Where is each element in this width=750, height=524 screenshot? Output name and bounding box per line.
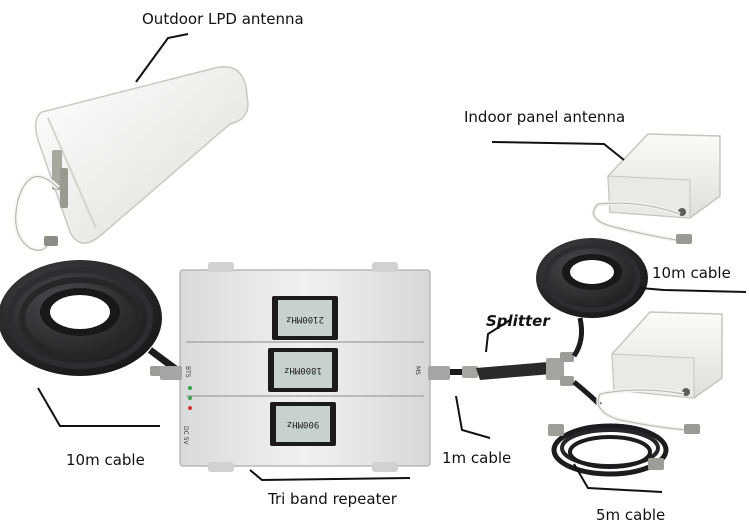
cable-coil-right <box>536 238 648 318</box>
cable-coil-left <box>0 260 183 376</box>
leader-cable-1m <box>455 395 491 439</box>
label-cable-10m-right: 10m cable <box>652 264 731 282</box>
ms-port-label: MS <box>414 366 421 375</box>
label-repeater: Tri band repeater <box>268 490 397 508</box>
band-lcd-2: 1800MHz <box>268 348 338 392</box>
leader-cable-10m-left <box>37 387 160 427</box>
label-cable-5m: 5m cable <box>596 506 666 524</box>
label-cable-10m-left: 10m cable <box>66 451 145 469</box>
indoor-panel-antenna-top <box>591 133 721 244</box>
leader-indoor-antenna <box>491 141 625 161</box>
leader-cable-10m-right <box>639 287 747 293</box>
label-splitter: Splitter <box>486 312 550 330</box>
status-led <box>188 406 192 410</box>
label-indoor-antenna: Indoor panel antenna <box>464 108 626 126</box>
band-label-1: 2100MHz <box>286 314 324 324</box>
band-lcd-3: 900MHz <box>270 402 336 446</box>
leader-cable-5m <box>573 463 663 493</box>
band-label-2: 1800MHz <box>284 365 322 375</box>
leader-splitter <box>485 319 511 353</box>
leader-repeater <box>249 469 411 482</box>
callout-lines <box>37 33 747 493</box>
bts-connector <box>160 366 182 380</box>
label-cable-1m: 1m cable <box>442 449 512 467</box>
label-outdoor-antenna: Outdoor LPD antenna <box>142 10 304 28</box>
power-label: DC 5V <box>182 426 189 446</box>
band-lcd-1: 2100MHz <box>272 296 338 340</box>
outdoor-lpd-antenna <box>13 66 249 253</box>
splitter-assembly <box>450 317 602 407</box>
leader-outdoor-antenna <box>135 33 189 83</box>
cable-coil-5m <box>548 423 669 477</box>
indoor-panel-antenna-bottom <box>596 311 723 434</box>
ms-connector <box>428 366 450 380</box>
bts-port-label: BTS <box>184 366 191 378</box>
tri-band-repeater: 2100MHz 1800MHz 900MHz BTS MS DC 5V <box>160 262 450 472</box>
status-led <box>188 396 192 400</box>
band-label-3: 900MHz <box>287 419 320 429</box>
status-led <box>188 386 192 390</box>
